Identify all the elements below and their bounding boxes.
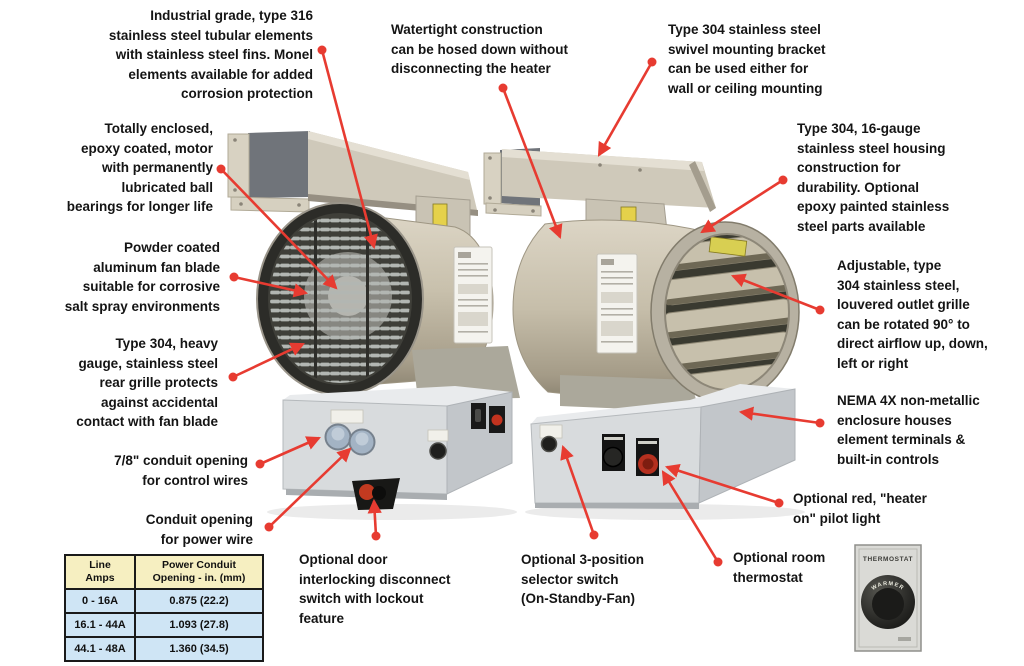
box-label: [330, 409, 364, 424]
callout-louvered-grille: Adjustable, type 304 stainless steel, lo…: [837, 258, 988, 371]
table-header-row: Line Amps Power Conduit Opening - in. (m…: [64, 554, 264, 590]
arrow-housing: [700, 175, 788, 234]
table-row: 44.1 - 48A 1.360 (34.5): [64, 636, 264, 662]
selector-knob: [540, 435, 558, 453]
callout-watertight: Watertight construction can be hosed dow…: [391, 22, 568, 76]
arrow-swivel-bracket: [597, 57, 657, 157]
conduit-size-table: Line Amps Power Conduit Opening - in. (m…: [64, 554, 264, 662]
arrow-louvered-grille: [731, 273, 825, 315]
arrow-room-thermostat: [661, 470, 723, 567]
arrow-pilot-light: [664, 463, 784, 508]
warning-label: [708, 236, 748, 257]
right-mounting-bracket: [483, 148, 716, 241]
louvered-outlet-grille: [650, 221, 800, 403]
table-cell: 44.1 - 48A: [64, 636, 136, 662]
table-row: 0 - 16A 0.875 (22.2): [64, 588, 264, 614]
arrow-fan-blade: [229, 272, 309, 298]
left-control-box: [282, 386, 513, 510]
arrow-tubular-elements: [317, 45, 378, 250]
arrow-watertight: [498, 83, 563, 240]
right-cradle: [560, 375, 700, 412]
arrow-motor: [216, 164, 338, 290]
arrow-nema-enclosure: [738, 406, 825, 428]
callout-disconnect-switch: Optional door interlocking disconnect sw…: [299, 552, 451, 626]
arrow-disconnect-switch: [367, 498, 382, 541]
callout-control-conduit: 7/8" conduit opening for control wires: [114, 453, 248, 488]
table-cell: 1.093 (27.8): [134, 612, 264, 638]
callout-nema-enclosure: NEMA 4X non-metallic enclosure houses el…: [837, 393, 980, 467]
table-cell: 0 - 16A: [64, 588, 136, 614]
thermostat-image: THERMOSTAT WARMER: [854, 544, 922, 652]
callout-power-conduit: Conduit opening for power wire: [145, 512, 253, 547]
left-spec-label: [453, 246, 493, 344]
table-header-conduit-opening: Power Conduit Opening - in. (mm): [134, 554, 264, 590]
right-heater-photo: [483, 148, 805, 520]
table-cell: 1.360 (34.5): [134, 636, 264, 662]
table-header-line-amps: Line Amps: [64, 554, 136, 590]
right-spec-label: [596, 253, 638, 354]
callout-selector-switch: Optional 3-position selector switch (On-…: [521, 552, 644, 606]
thermostat-title: THERMOSTAT: [863, 556, 913, 563]
thermostat-dial-label: WARMER: [871, 581, 905, 592]
left-heater-photo: [227, 131, 520, 520]
callout-rear-grille: Type 304, heavy gauge, stainless steel r…: [76, 336, 218, 429]
left-heater-shadow: [267, 504, 517, 520]
callout-motor: Totally enclosed, epoxy coated, motor wi…: [66, 121, 213, 214]
arrow-selector-switch: [560, 444, 599, 540]
table-cell: 0.875 (22.2): [134, 588, 264, 614]
left-knob: [429, 442, 447, 460]
callout-swivel-bracket: Type 304 stainless steel swivel mounting…: [668, 22, 826, 96]
left-cradle: [412, 346, 520, 400]
table-row: 16.1 - 44A 1.093 (27.8): [64, 612, 264, 638]
arrow-control-conduit: [255, 436, 321, 469]
arrow-rear-grille: [228, 342, 305, 382]
arrow-power-conduit: [264, 447, 352, 532]
callout-pilot-light: Optional red, "heater on" pilot light: [793, 491, 927, 526]
callout-arrows: [216, 45, 825, 567]
table-cell: 16.1 - 44A: [64, 612, 136, 638]
callout-fan-blade: Powder coated aluminum fan blade suitabl…: [64, 240, 220, 314]
callout-housing: Type 304, 16-gauge stainless steel housi…: [797, 121, 950, 234]
callout-room-thermostat: Optional room thermostat: [733, 550, 826, 585]
callout-tubular-elements: Industrial grade, type 316 stainless ste…: [108, 8, 313, 101]
